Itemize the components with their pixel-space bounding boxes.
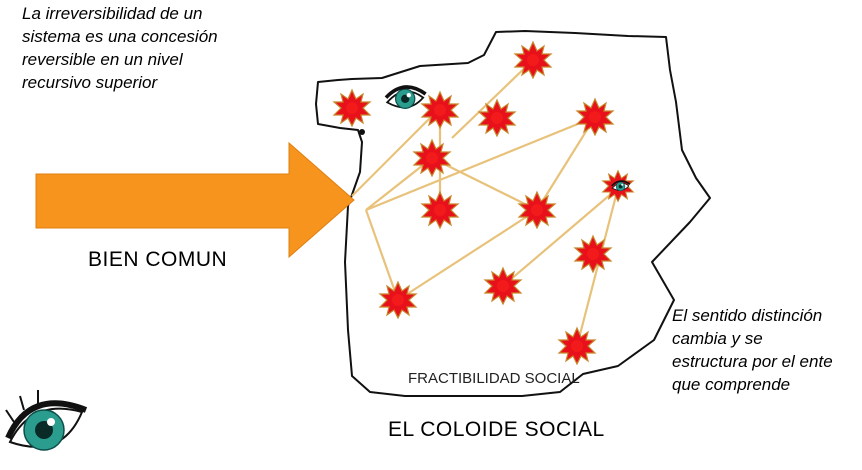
connector-line — [575, 187, 620, 347]
top-annotation-line: recursivo superior — [22, 73, 158, 92]
large-eye-icon — [5, 390, 88, 451]
right-annotation-line: cambia y se — [672, 329, 763, 348]
connector-lines — [351, 59, 620, 347]
red-starburst-icon — [484, 267, 522, 305]
right-annotation: El sentido distinción cambia y se estruc… — [672, 304, 862, 396]
connector-line — [536, 116, 596, 211]
right-annotation-line: estructura por el ente — [672, 352, 833, 371]
connector-line — [364, 209, 400, 301]
connector-line — [431, 157, 538, 211]
inner-label: FRACTIBILIDAD SOCIAL — [408, 370, 580, 387]
colloid-boundary — [315, 30, 711, 397]
red-starburst-icon — [379, 281, 417, 319]
boundary-dot — [359, 129, 365, 135]
right-annotation-line: que comprende — [672, 375, 791, 394]
teal-eye-icon — [384, 85, 428, 111]
red-starburst-icon — [421, 91, 459, 129]
red-starburst-icon — [576, 98, 614, 136]
top-annotation-line: La irreversibilidad de un — [22, 4, 203, 23]
red-starburst-icon — [518, 191, 556, 229]
diagram-title: EL COLOIDE SOCIAL — [388, 418, 605, 441]
connector-line — [502, 187, 619, 287]
top-annotation-line: sistema es una concesión — [22, 27, 218, 46]
star-nodes — [333, 41, 634, 365]
connector-line — [451, 59, 534, 139]
red-starburst-icon — [333, 89, 371, 127]
arrow-label: BIEN COMUN — [88, 248, 228, 271]
red-starburst-icon — [421, 191, 459, 229]
right-annotation-line: El sentido distinción — [672, 306, 823, 325]
red-starburst-icon — [558, 327, 596, 365]
orange-arrow-icon — [35, 141, 355, 259]
connector-line — [397, 209, 538, 301]
connector-line — [365, 115, 596, 212]
connector-line — [351, 107, 441, 197]
red-starburst-icon — [574, 235, 612, 273]
top-annotation-line: reversible en un nivel — [22, 50, 183, 69]
top-annotation: La irreversibilidad de un sistema es una… — [22, 2, 282, 94]
connector-line — [365, 157, 433, 211]
red-starburst-icon — [413, 139, 451, 177]
